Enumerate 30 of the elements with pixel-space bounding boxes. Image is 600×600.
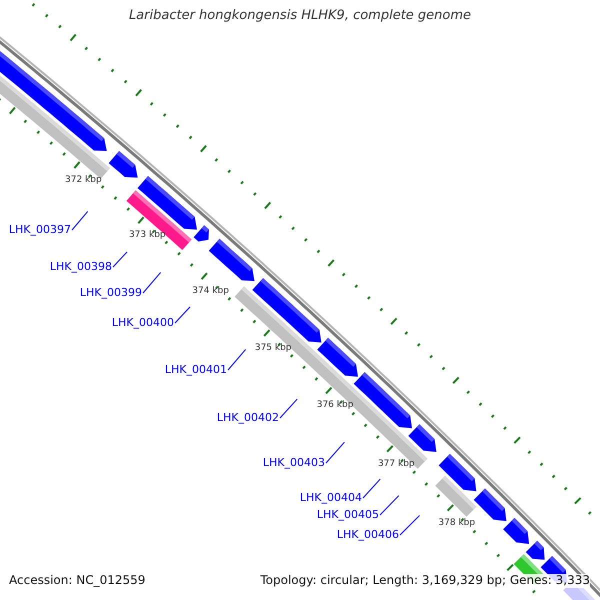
diagram-title: Laribacter hongkongensis HLHK9, complete genome bbox=[128, 9, 472, 24]
leader-line bbox=[174, 306, 191, 324]
scale-label: 374 kbp bbox=[192, 286, 229, 297]
scale-label: 373 kbp bbox=[128, 230, 166, 241]
gene-label: LHK_00406 bbox=[336, 529, 399, 542]
accession-text: Accession: NC_012559 bbox=[9, 574, 146, 588]
scale-label: 372 kbp bbox=[65, 175, 102, 186]
scale-label: 378 kbp bbox=[438, 518, 476, 528]
gene-label: LHK_00404 bbox=[300, 492, 362, 505]
genome-summary-text: Topology: circular; Length: 3,169,329 bp; Genes: 3,333 bbox=[260, 574, 590, 588]
scale-label: 375 kbp bbox=[254, 342, 292, 354]
gene-label: LHK_00403 bbox=[262, 457, 325, 470]
gene-label: LHK_00397 bbox=[8, 224, 71, 237]
leader-line bbox=[380, 495, 400, 516]
leader-line bbox=[326, 442, 345, 464]
leader-line bbox=[72, 211, 88, 230]
gene-label: LHK_00402 bbox=[216, 412, 279, 425]
gene-label: LHK_00401 bbox=[164, 364, 227, 377]
leader-line bbox=[142, 272, 162, 294]
gene-label: LHK_00400 bbox=[112, 317, 174, 330]
leader-line bbox=[228, 348, 246, 370]
leader-line bbox=[280, 398, 298, 418]
gene-label: LHK_00405 bbox=[316, 509, 379, 522]
scale-label: 377 kbp bbox=[378, 458, 415, 470]
leader-line bbox=[112, 251, 128, 268]
scale-label: 376 kbp bbox=[316, 400, 354, 411]
leader-line bbox=[400, 514, 420, 536]
gene-label: LHK_00398 bbox=[50, 261, 112, 274]
leader-line bbox=[362, 478, 381, 498]
gene-label: LHK_00399 bbox=[80, 287, 142, 300]
